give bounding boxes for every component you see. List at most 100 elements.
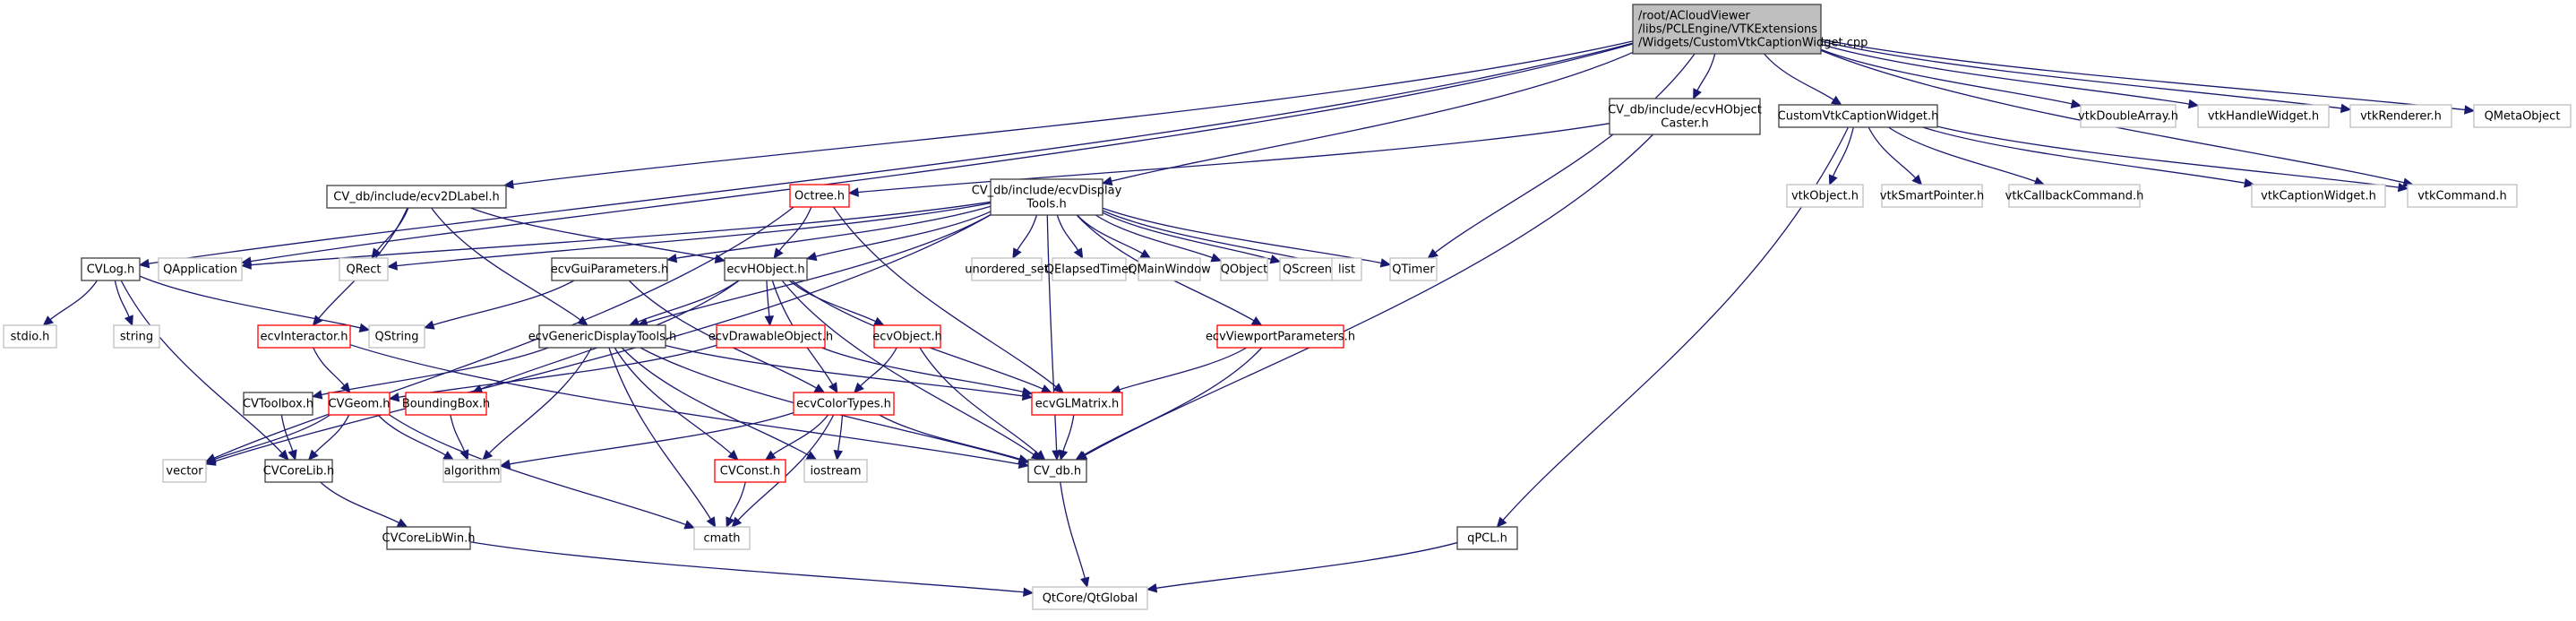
graph-node-glmatrix[interactable]: ecvGLMatrix.h — [1031, 392, 1123, 416]
edge-displaytools-to-unorderedset — [1012, 214, 1038, 260]
edge-genericdisplay-to-cmath — [608, 347, 717, 529]
edge-root-to-customvtk — [1764, 53, 1842, 106]
edge-line — [1868, 126, 1917, 179]
graph-node-ecv2dlabel[interactable]: CV_db/include/ecv2DLabel.h — [326, 185, 507, 209]
edge-colortypes-to-algorithm — [499, 412, 794, 470]
nodes-layer: /root/ACloudViewer/libs/PCLEngine/VTKExt… — [3, 4, 2572, 610]
edge-customvtk-to-vtksmartpointer — [1868, 126, 1923, 185]
arrowhead-icon — [683, 520, 696, 530]
graph-node-vtksmartpointer: vtkSmartPointer.h — [1880, 184, 1984, 208]
node-box — [2407, 184, 2518, 208]
edge-colortypes-to-cvconst — [764, 414, 829, 461]
edge-line — [148, 42, 1634, 264]
edge-cvlog-to-stdio — [42, 280, 99, 326]
edge-colortypes-to-iostream — [833, 414, 844, 461]
edge-line — [320, 481, 399, 523]
graph-node-interactor[interactable]: ecvInteractor.h — [257, 324, 351, 349]
graph-node-customvtk[interactable]: CustomVtkCaptionWidget.h — [1778, 104, 1939, 128]
arrowhead-icon — [872, 316, 885, 326]
edge-line — [313, 414, 350, 454]
edge-line — [1820, 40, 2342, 109]
node-box — [1216, 324, 1344, 349]
edge-hobject-to-genericdisplay — [628, 280, 739, 326]
edge-line — [214, 214, 992, 462]
edge-line — [919, 347, 1039, 454]
graph-node-unorderedset: unordered_set — [965, 257, 1049, 281]
graph-node-cvtoolbox[interactable]: CVToolbox.h — [243, 392, 313, 416]
arrowhead-icon — [1693, 88, 1702, 100]
graph-node-vtkrenderer: vtkRenderer.h — [2349, 104, 2452, 128]
edge-line — [729, 481, 746, 520]
graph-node-colortypes[interactable]: ecvColorTypes.h — [793, 392, 895, 416]
node-box — [1778, 104, 1938, 128]
node-box — [386, 526, 471, 550]
arrowhead-icon — [388, 392, 400, 402]
node-box — [693, 526, 751, 550]
node-label: QMetaObject — [2485, 110, 2561, 124]
node-label: ecvHObject.h — [726, 263, 804, 277]
graph-node-cvcorelib[interactable]: CVCoreLib.h — [263, 459, 335, 483]
node-label: /root/ACloudViewer — [1638, 10, 1750, 23]
edge-boundingbox-to-algorithm — [450, 414, 469, 461]
edge-cvconst-to-cmath — [726, 481, 746, 529]
arrowhead-icon — [1080, 576, 1090, 589]
edge-cvtoolbox-to-cvcorelib — [280, 414, 297, 461]
arrowhead-icon — [1023, 587, 1035, 597]
edge-line — [788, 280, 876, 323]
edge-line — [1095, 214, 1213, 259]
node-box — [405, 392, 487, 416]
edge-displaytools-to-qtimer — [1102, 207, 1392, 268]
arrowhead-icon — [459, 449, 469, 461]
edge-displaytools-to-hobject — [805, 211, 992, 262]
node-label: QElapsedTimer — [1045, 263, 1134, 277]
graph-node-genericdisplay[interactable]: ecvGenericDisplayTools.h — [528, 324, 677, 349]
node-label: unordered_set — [965, 263, 1048, 277]
graph-node-viewport[interactable]: ecvViewportParameters.h — [1206, 324, 1355, 349]
node-label: CVToolbox.h — [243, 398, 313, 411]
node-box — [243, 392, 313, 416]
edge-root-to-qtimer — [1427, 53, 1696, 259]
arrowhead-icon — [1059, 449, 1069, 461]
graph-node-boundingbox[interactable]: BoundingBox.h — [402, 392, 490, 416]
arrowhead-icon — [731, 516, 743, 528]
graph-node-cvlog[interactable]: CVLog.h — [81, 257, 141, 281]
graph-node-octree[interactable]: Octree.h — [789, 184, 850, 208]
edge-customvtk-to-vtkcaptionwidget — [1922, 126, 2255, 188]
node-label: CVLog.h — [87, 263, 135, 277]
edge-line — [509, 412, 794, 465]
graph-node-ecvobject[interactable]: ecvObject.h — [872, 324, 942, 349]
edge-line — [1085, 134, 1654, 456]
graph-node-cvgeom[interactable]: CVGeom.h — [328, 392, 391, 416]
edge-line — [1083, 347, 1263, 456]
edge-qpcl-to-qtglobal — [1146, 541, 1458, 593]
edge-line — [857, 123, 1610, 194]
edge-line — [114, 280, 130, 317]
graph-node-qpcl[interactable]: qPCL.h — [1456, 526, 1518, 550]
arrowhead-icon — [288, 449, 297, 461]
node-label: Octree.h — [794, 190, 845, 203]
node-box — [442, 459, 502, 483]
node-label: ecvGuiParameters.h — [551, 263, 669, 277]
edge-line — [1820, 43, 2190, 105]
edge-cvlog-to-cvcorelib — [120, 280, 289, 461]
edge-colortypes-to-cvdb — [879, 414, 1030, 464]
arrowhead-icon — [278, 449, 289, 461]
edge-line — [675, 205, 992, 259]
graph-node-cvconst[interactable]: CVConst.h — [714, 459, 786, 483]
graph-node-drawable[interactable]: ecvDrawableObject.h — [708, 324, 833, 349]
node-label: /Widgets/CustomVtkCaptionWidget.cpp — [1638, 37, 1868, 50]
graph-node-guiparams[interactable]: ecvGuiParameters.h — [551, 257, 669, 281]
graph-node-root[interactable]: /root/ACloudViewer/libs/PCLEngine/VTKExt… — [1632, 4, 1868, 55]
node-box — [990, 178, 1103, 216]
node-label: QScreen — [1283, 263, 1332, 277]
node-label: BoundingBox.h — [402, 398, 490, 411]
graph-node-cvdb[interactable]: CV_db.h — [1027, 459, 1087, 483]
node-label: vtkRenderer.h — [2360, 110, 2442, 124]
edge-cvgeom-to-cvcorelib — [307, 414, 350, 461]
edge-line — [431, 207, 581, 321]
graph-node-hobject[interactable]: ecvHObject.h — [724, 257, 808, 281]
graph-node-cvcorelibwin[interactable]: CVCoreLibWin.h — [382, 526, 476, 550]
edge-line — [376, 207, 409, 252]
